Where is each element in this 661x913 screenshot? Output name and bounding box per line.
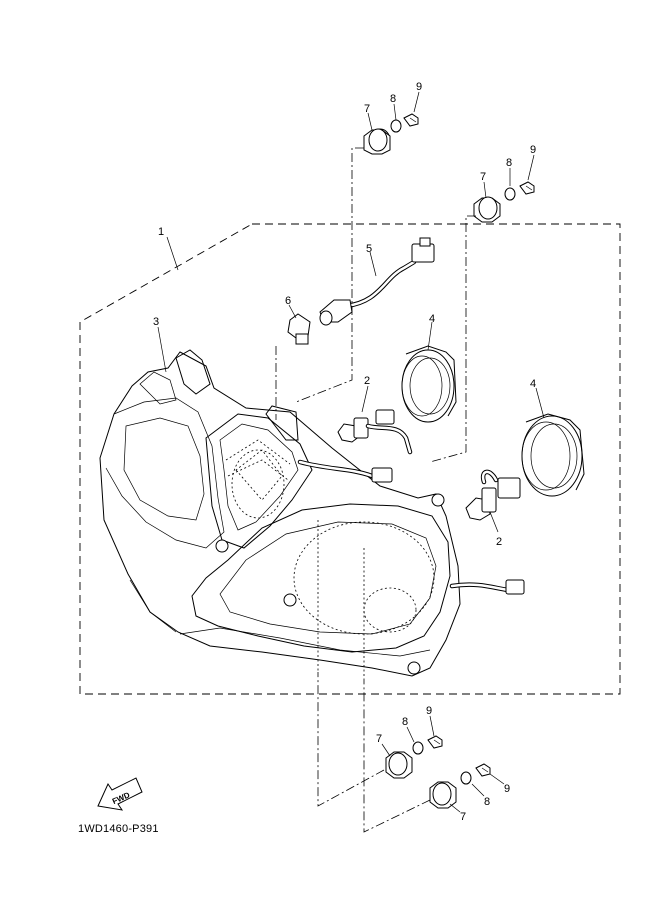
- callout-9-bottom-upper: 9: [426, 705, 432, 717]
- assembly-boundary: [79, 223, 621, 695]
- callout-5: 5: [366, 243, 372, 255]
- callout-9-top-right: 9: [530, 144, 536, 156]
- headlight-housing: [99, 349, 461, 677]
- fastener-set-top-left: [363, 113, 419, 155]
- callout-2-upper: 2: [364, 375, 370, 387]
- diagram-reference-code: 1WD1460-P391: [78, 823, 159, 835]
- callout-8-top-left: 8: [390, 93, 396, 105]
- callout-9-bottom-lower: 9: [504, 783, 510, 795]
- callout-4-lower: 4: [530, 378, 536, 390]
- fastener-set-top-right: [473, 181, 535, 223]
- fastener-set-bottom-lower: [429, 763, 491, 809]
- callout-3: 3: [153, 316, 159, 328]
- headlight-bulb-lower: [449, 469, 525, 595]
- callout-7-bottom-lower: 7: [460, 811, 466, 823]
- callout-7-top-left: 7: [364, 103, 370, 115]
- fastener-set-bottom-upper: [385, 735, 443, 779]
- callout-9-top-left: 9: [416, 81, 422, 93]
- callout-8-top-right: 8: [506, 157, 512, 169]
- callout-4-upper: 4: [429, 313, 435, 325]
- callout-1: 1: [158, 226, 164, 238]
- callout-6: 6: [285, 295, 291, 307]
- callout-2-lower: 2: [496, 536, 502, 548]
- forward-direction-arrow: FWD: [97, 777, 143, 811]
- callout-7-bottom-upper: 7: [376, 733, 382, 745]
- callout-8-bottom-lower: 8: [484, 796, 490, 808]
- callout-8-bottom-upper: 8: [402, 716, 408, 728]
- headlight-bulb-upper: [297, 409, 413, 483]
- callout-7-top-right: 7: [480, 171, 486, 183]
- bulb-cover-upper: [401, 345, 457, 423]
- socket-cord: [319, 237, 435, 326]
- position-bulb: [287, 313, 311, 345]
- bulb-cover-lower: [521, 413, 585, 497]
